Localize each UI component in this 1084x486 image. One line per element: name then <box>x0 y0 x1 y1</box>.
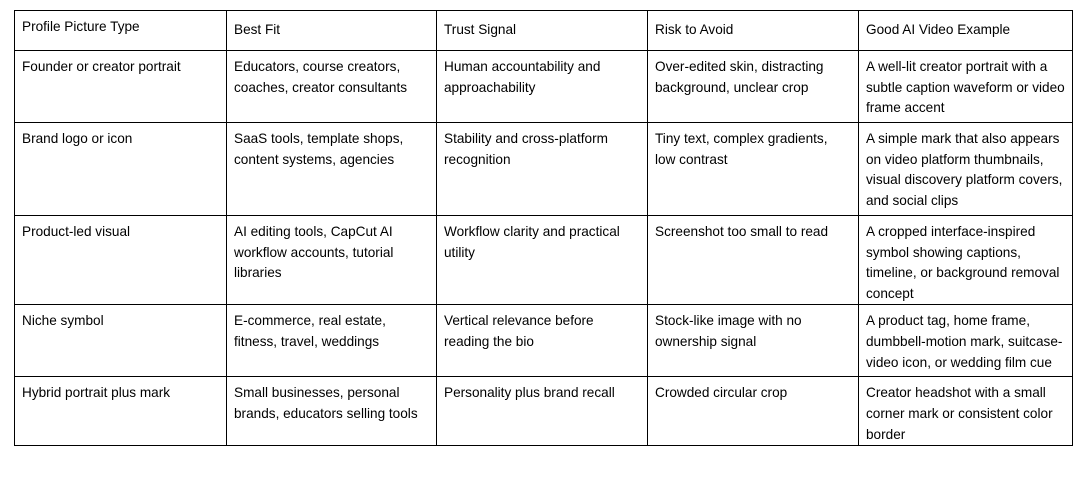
cell-best-fit: Small businesses, personal brands, educa… <box>226 376 437 447</box>
cell-risk-to-avoid: Over-edited skin, distracting background… <box>647 50 859 123</box>
header-best-fit: Best Fit <box>226 10 437 51</box>
cell-trust-signal: Stability and cross-platform recognition <box>436 122 648 216</box>
cell-risk-to-avoid: Crowded circular crop <box>647 376 859 447</box>
table-header-row: Profile Picture Type Best Fit Trust Sign… <box>14 10 1073 51</box>
table-row: Hybrid portrait plus mark Small business… <box>14 376 1073 447</box>
cell-video-example: A product tag, home frame, dumbbell-moti… <box>858 304 1073 378</box>
cell-video-example: Creator headshot with a small corner mar… <box>858 376 1073 447</box>
header-trust-signal: Trust Signal <box>436 10 648 51</box>
cell-best-fit: E-commerce, real estate, fitness, travel… <box>226 304 437 378</box>
cell-best-fit: SaaS tools, template shops, content syst… <box>226 122 437 216</box>
cell-trust-signal: Workflow clarity and practical utility <box>436 214 648 306</box>
table-row: Product-led visual AI editing tools, Cap… <box>14 214 1073 306</box>
cell-best-fit: Educators, course creators, coaches, cre… <box>226 50 437 123</box>
cell-risk-to-avoid: Screenshot too small to read <box>647 214 859 306</box>
header-risk-to-avoid: Risk to Avoid <box>647 10 859 51</box>
table-row: Niche symbol E-commerce, real estate, fi… <box>14 304 1073 378</box>
cell-trust-signal: Personality plus brand recall <box>436 376 648 447</box>
cell-profile-type: Niche symbol <box>14 304 227 378</box>
cell-profile-type: Brand logo or icon <box>14 122 227 216</box>
cell-video-example: A well-lit creator portrait with a subtl… <box>858 50 1073 123</box>
cell-video-example: A cropped interface-inspired symbol show… <box>858 214 1073 306</box>
cell-trust-signal: Vertical relevance before reading the bi… <box>436 304 648 378</box>
cell-trust-signal: Human accountability and approachability <box>436 50 648 123</box>
header-profile-picture-type: Profile Picture Type <box>14 10 227 51</box>
cell-profile-type: Founder or creator portrait <box>14 50 227 123</box>
cell-profile-type: Hybrid portrait plus mark <box>14 376 227 447</box>
profile-picture-comparison-table: Profile Picture Type Best Fit Trust Sign… <box>14 10 1073 447</box>
table-row: Founder or creator portrait Educators, c… <box>14 50 1073 123</box>
table-row: Brand logo or icon SaaS tools, template … <box>14 122 1073 216</box>
cell-risk-to-avoid: Tiny text, complex gradients, low contra… <box>647 122 859 216</box>
cell-risk-to-avoid: Stock-like image with no ownership signa… <box>647 304 859 378</box>
cell-best-fit: AI editing tools, CapCut AI workflow acc… <box>226 214 437 306</box>
header-good-ai-video-example: Good AI Video Example <box>858 10 1073 51</box>
cell-profile-type: Product-led visual <box>14 214 227 306</box>
cell-video-example: A simple mark that also appears on video… <box>858 122 1073 216</box>
